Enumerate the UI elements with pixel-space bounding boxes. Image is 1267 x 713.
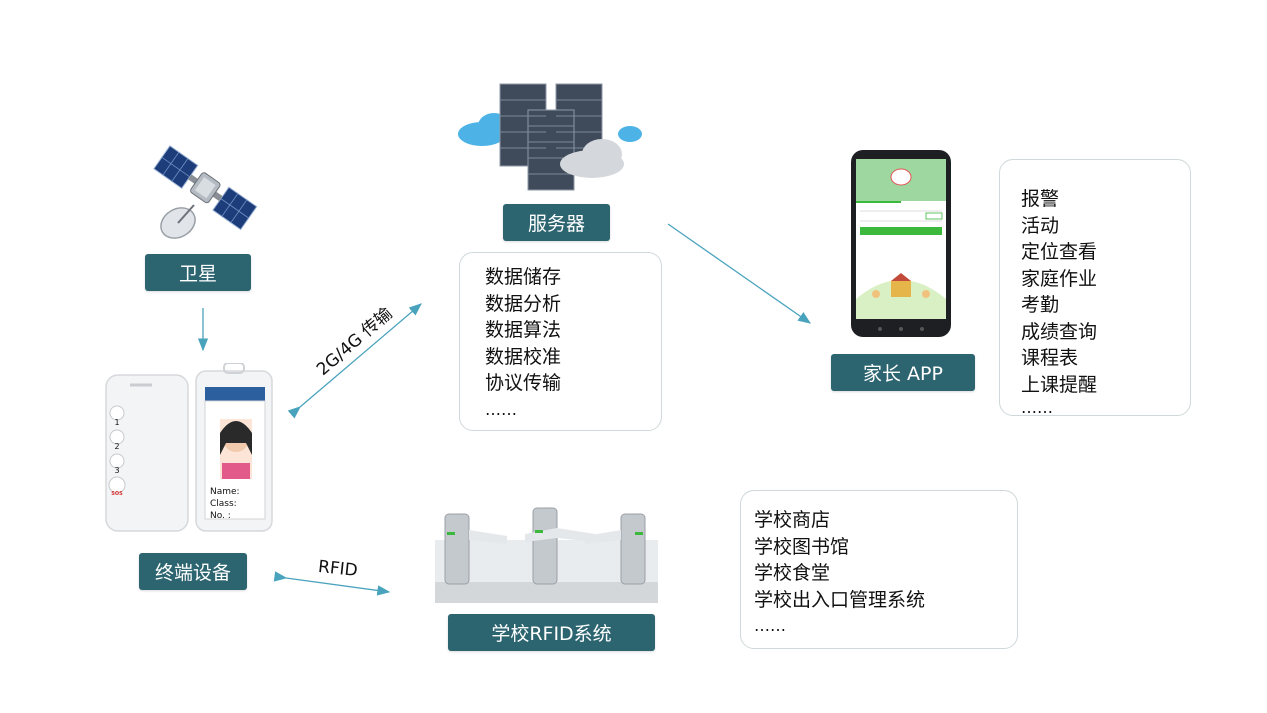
app-functions-list: 报警 活动 定位查看 家庭作业 考勤 成绩查询 课程表 上课提醒 …… bbox=[1021, 186, 1190, 418]
list-item: 协议传输 bbox=[485, 372, 562, 394]
list-item: 学校出入口管理系统 bbox=[754, 588, 926, 611]
card-name-label: Name: bbox=[210, 487, 240, 497]
list-item: 学校图书馆 bbox=[754, 535, 850, 558]
device-button-2: 2 bbox=[114, 442, 120, 451]
list-item: 成绩查询 bbox=[1021, 320, 1098, 343]
list-item: 上课提醒 bbox=[1021, 373, 1098, 396]
turnstile-gate-icon bbox=[435, 500, 658, 603]
server-functions-box: 数据储存 数据分析 数据算法 数据校准 协议传输 …… bbox=[459, 252, 662, 431]
list-item: 活动 bbox=[1021, 214, 1060, 237]
rfid-system-label: 学校RFID系统 bbox=[448, 614, 655, 651]
id-card-device-icon: 1 2 3 SOS Name: Class: No. : bbox=[102, 363, 282, 546]
satellite-icon bbox=[148, 135, 258, 247]
list-item: 考勤 bbox=[1021, 294, 1060, 316]
device-buttons bbox=[108, 405, 126, 494]
parent-app-label: 家长 APP bbox=[831, 354, 975, 391]
app-functions-box: 报警 活动 定位查看 家庭作业 考勤 成绩查询 课程表 上课提醒 …… bbox=[999, 159, 1191, 418]
arrow-server-to-app bbox=[667, 223, 812, 324]
list-item: …… bbox=[1021, 398, 1053, 417]
card-class-label: Class: bbox=[210, 499, 237, 509]
rfid-functions-box: 学校商店 学校图书馆 学校食堂 学校出入口管理系统 …… bbox=[740, 490, 1018, 649]
list-item: 学校商店 bbox=[754, 509, 831, 531]
smartphone-icon bbox=[850, 149, 952, 338]
list-item: 数据校准 bbox=[485, 345, 562, 368]
list-item: 学校食堂 bbox=[754, 562, 831, 584]
list-item: …… bbox=[754, 616, 786, 635]
terminal-label: 终端设备 bbox=[139, 553, 247, 590]
list-item: 数据算法 bbox=[485, 319, 562, 341]
list-item: 家庭作业 bbox=[1021, 267, 1098, 290]
list-item: 数据储存 bbox=[485, 266, 562, 288]
device-button-1: 1 bbox=[114, 418, 120, 427]
device-button-sos: SOS bbox=[111, 491, 123, 497]
server-label: 服务器 bbox=[503, 204, 610, 241]
list-item: 课程表 bbox=[1021, 347, 1079, 369]
list-item: 报警 bbox=[1021, 188, 1060, 210]
arrow-terminal-rfid-bidirectional bbox=[273, 571, 391, 596]
list-item: …… bbox=[485, 399, 517, 419]
list-item: 数据分析 bbox=[485, 292, 562, 315]
rfid-connection-label: RFID bbox=[317, 556, 359, 582]
device-button-3: 3 bbox=[114, 466, 120, 475]
server-rack-icon bbox=[452, 82, 648, 192]
rfid-functions-list: 学校商店 学校图书馆 学校食堂 学校出入口管理系统 …… bbox=[754, 507, 1017, 640]
card-no-label: No. : bbox=[210, 511, 231, 521]
list-item: 定位查看 bbox=[1021, 241, 1098, 263]
satellite-label: 卫星 bbox=[145, 254, 251, 291]
arrow-terminal-server-bidirectional bbox=[287, 303, 422, 419]
server-functions-list: 数据储存 数据分析 数据算法 数据校准 协议传输 …… bbox=[485, 264, 661, 423]
